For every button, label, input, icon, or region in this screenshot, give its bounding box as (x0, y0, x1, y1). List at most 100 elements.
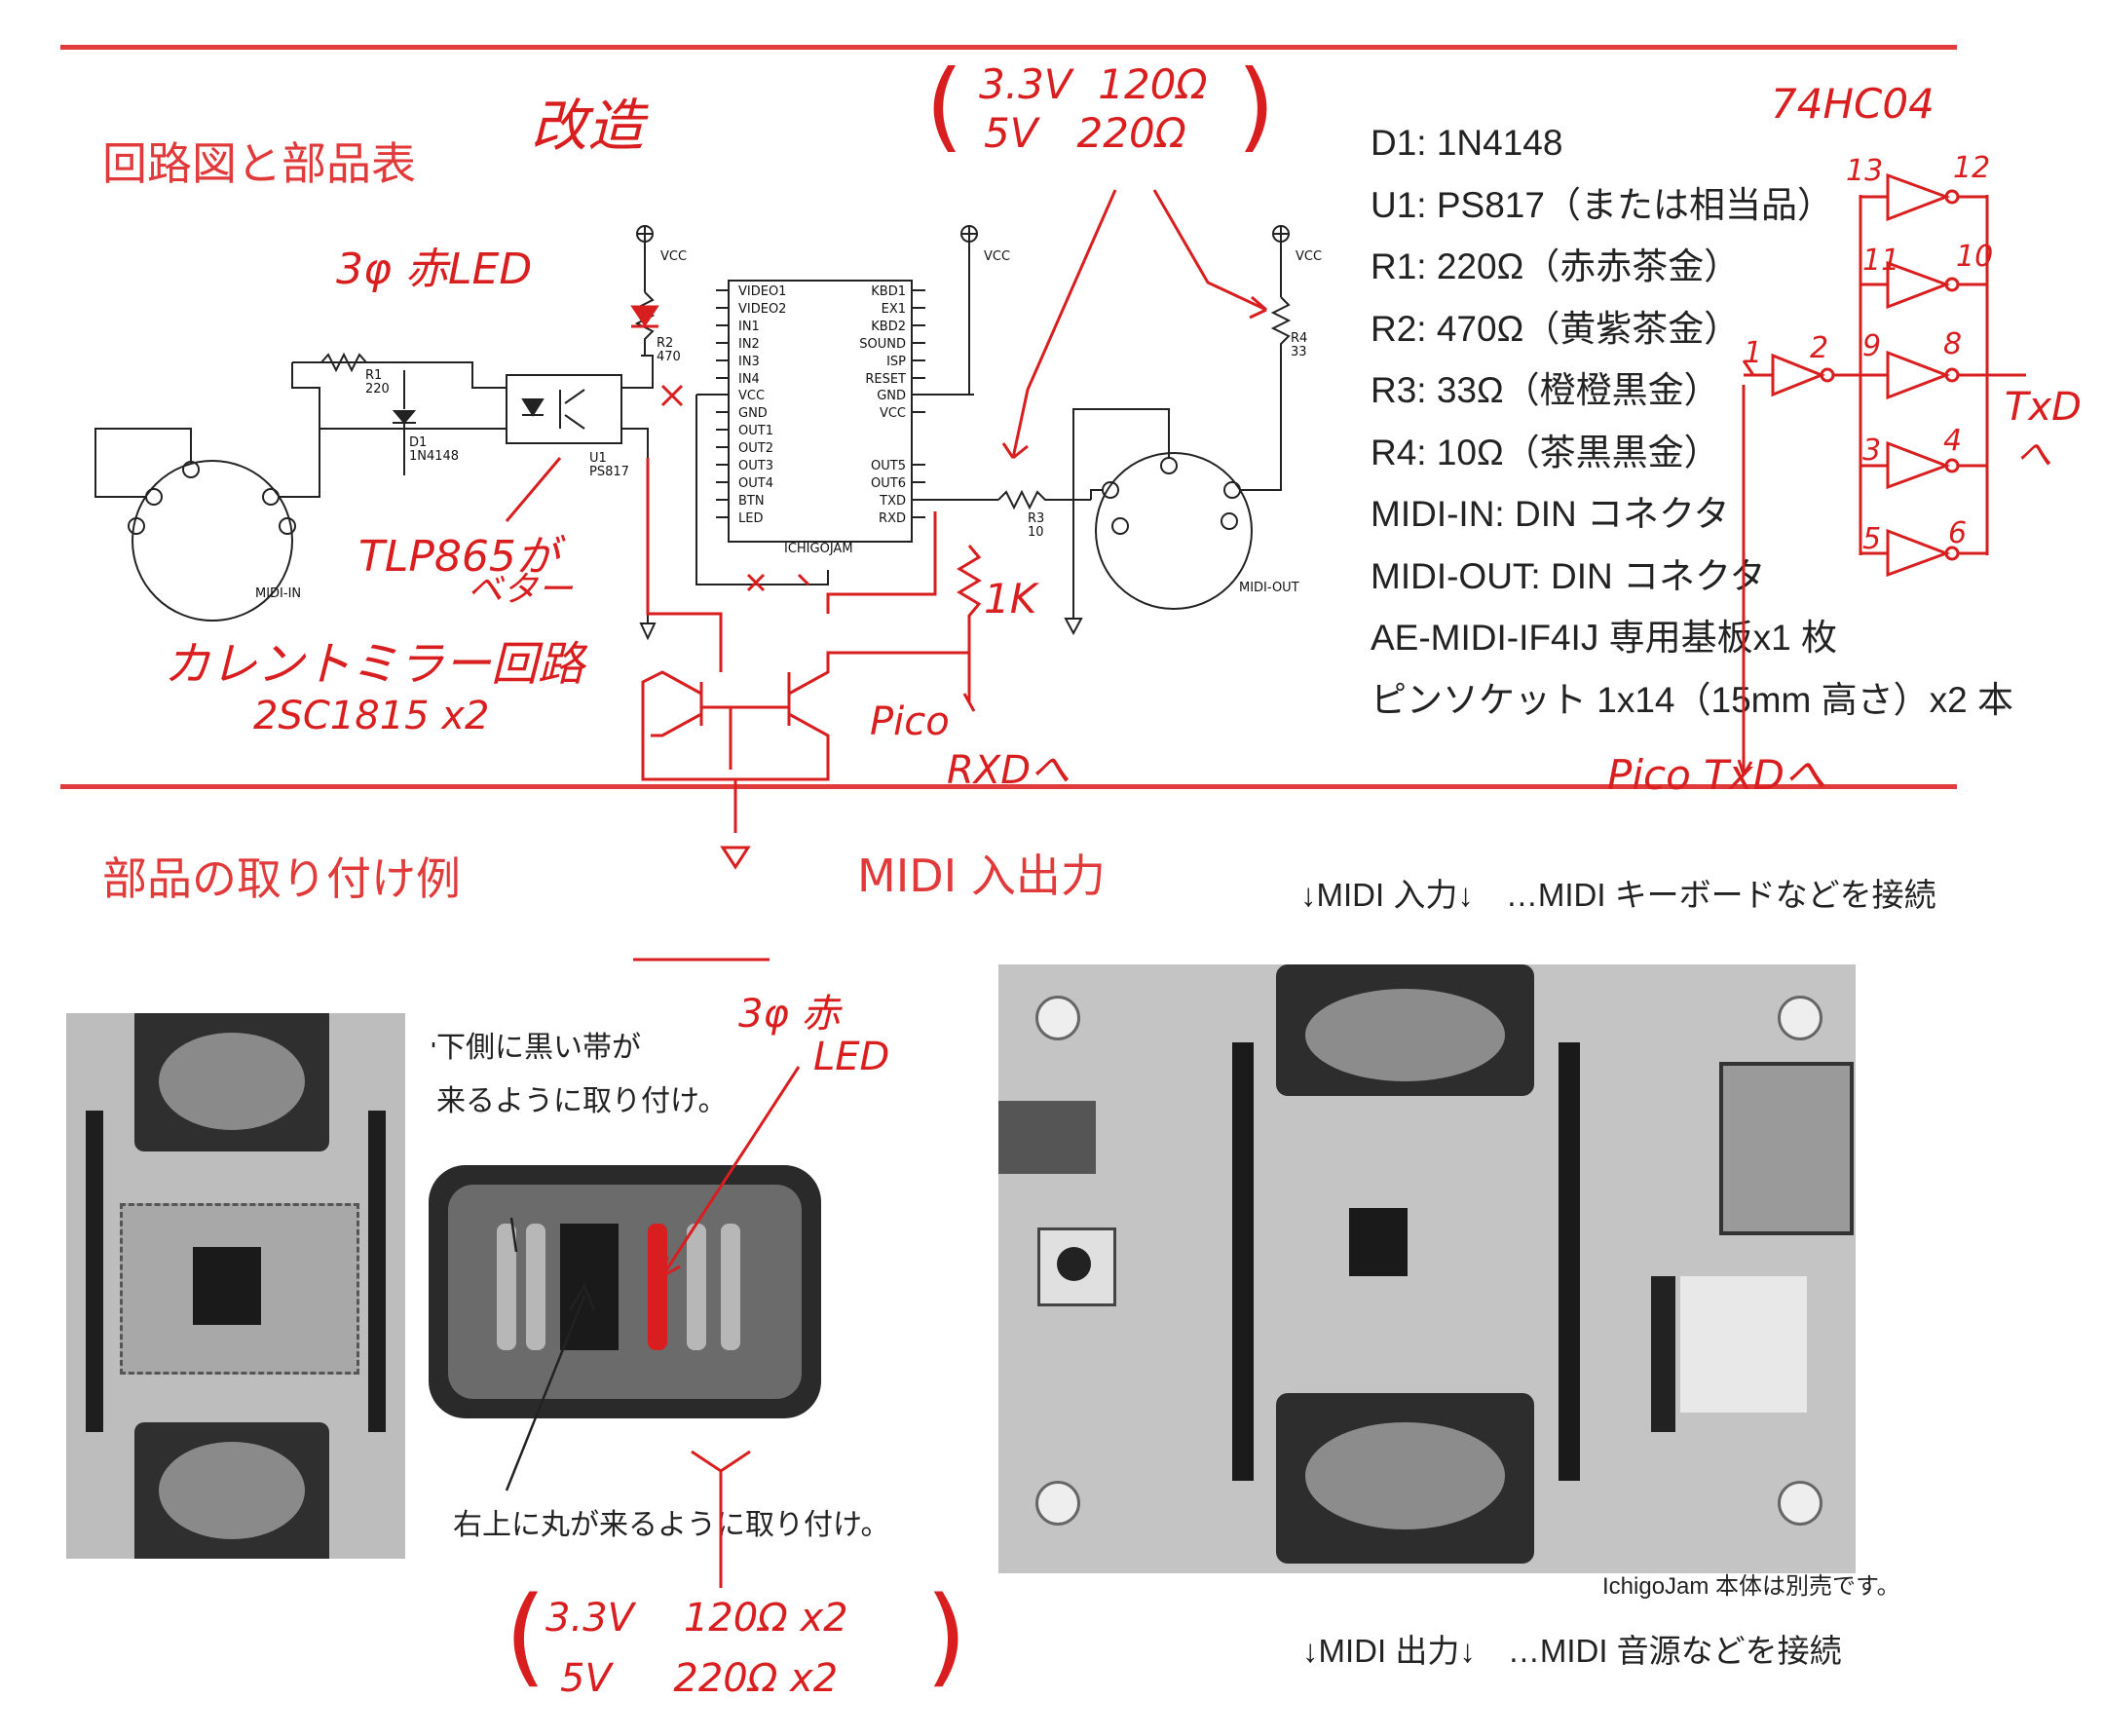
top-bracket-right: ) (1237, 49, 1276, 163)
txd-out-note-1: TxD (2005, 385, 2082, 430)
pico-rxd-note-2: RXDへ (947, 748, 1070, 793)
parts-list: D1: 1N4148 U1: PS817（または相当品） R1: 220Ω（赤赤… (1371, 112, 2013, 731)
mod-heading: 改造 (531, 93, 645, 159)
pin-label: TXD (880, 493, 906, 509)
inv-pin-12: 12 (1953, 151, 1991, 185)
pin-label: ISP (886, 354, 906, 369)
pcb-zoom-photo (429, 1165, 821, 1418)
pin-label: RXD (879, 510, 906, 526)
pin-label: KBD2 (871, 319, 906, 334)
midi-out-caption: ↓MIDI 出力↓ …MIDI 音源などを接続 (1302, 1633, 1842, 1669)
tlp-note-2: ベター (468, 570, 574, 610)
r4-value: 33 (1291, 345, 1307, 359)
bottom-bracket-right: ) (925, 1573, 967, 1698)
inv-pin-6: 6 (1948, 516, 1968, 550)
vcc-label-2: VCC (984, 249, 1011, 264)
d1-label: D1 (409, 435, 428, 450)
inverter-1 (1771, 353, 1826, 397)
pcb-photo-right (998, 964, 1856, 1573)
inv-pin-3: 3 (1862, 434, 1882, 468)
parts-list-item: AE-MIDI-IF4IJ 専用基板x1 枚 (1371, 618, 1837, 658)
parts-list-item: MIDI-OUT: DIN コネクタ (1371, 555, 1766, 596)
pin-label: OUT1 (738, 424, 773, 439)
ic-74hc04-note: 74HC04 (1771, 80, 1935, 128)
vcc-label-3: VCC (1296, 249, 1323, 264)
parts-list-item: U1: PS817（または相当品） (1371, 184, 1833, 225)
inv-pin-13: 13 (1846, 154, 1884, 188)
parts-list-item: MIDI-IN: DIN コネクタ (1371, 494, 1730, 534)
circuit-heading: 回路図と部品表 (102, 137, 416, 190)
r2-label: R2 (657, 336, 674, 351)
mirror-note-2: 2SC1815 x2 (253, 694, 490, 738)
led-photo-note-1: 3φ 赤 (738, 992, 841, 1037)
red-led (630, 305, 659, 327)
u1-label: U1 (589, 451, 607, 466)
pin-label: IN4 (738, 371, 760, 387)
parts-list-item: R4: 10Ω（茶黒黒金） (1371, 432, 1720, 472)
ichigojam-label: ICHIGOJAM (784, 542, 853, 556)
r4-label: R4 (1291, 331, 1308, 346)
black-band-note-2: 来るように取り付け。 (436, 1085, 728, 1117)
midi-io-heading: MIDI 入出力 (857, 849, 1106, 902)
top-values-line1: 3.3V 120Ω (979, 60, 1208, 108)
inv-pin-4: 4 (1943, 424, 1963, 458)
pin-label: LED (738, 510, 764, 526)
pin-label: EX1 (881, 301, 906, 317)
inv-pin-1: 1 (1744, 336, 1763, 370)
bottom-bracket-left: ( (505, 1573, 546, 1698)
midi-in-connector (132, 460, 293, 622)
inv-pin-8: 8 (1943, 327, 1963, 361)
midi-out-connector (1095, 452, 1253, 610)
pin-label: OUT3 (738, 459, 773, 474)
midi-in-label: MIDI-IN (255, 586, 302, 601)
top-rule (60, 45, 1957, 50)
circle-top-right-note: 右上に丸が来るように取り付け。 (453, 1509, 890, 1541)
bottom-values-line1: 3.3V 120Ω x2 (545, 1596, 848, 1641)
bottom-values-line2: 5V 220Ω x2 (560, 1656, 839, 1701)
inv-pin-10: 10 (1956, 240, 1994, 274)
inv-pin-11: 11 (1862, 244, 1900, 278)
r-1k-resistor (957, 545, 982, 701)
parts-list-item: R3: 33Ω（橙橙黒金） (1371, 370, 1720, 410)
pin-label: VIDEO2 (738, 301, 787, 317)
pin-label: GND (877, 389, 906, 404)
pin-label: VIDEO1 (738, 284, 787, 299)
pin-label: BTN (738, 493, 765, 509)
pico-txd-note: Pico TxDへ (1607, 751, 1825, 799)
pin-label: IN3 (738, 354, 760, 369)
pin-label: GND (738, 406, 768, 422)
pin-label: RESET (865, 371, 906, 387)
mirror-note-1: カレントミラー回路 (164, 637, 585, 692)
middle-rule (60, 784, 1957, 789)
r2-value: 470 (657, 350, 681, 364)
pcb-photo-left (66, 1013, 405, 1559)
pin-label: IN1 (738, 319, 760, 334)
top-bracket-left: ( (925, 49, 964, 163)
inv-pin-5: 5 (1862, 522, 1882, 556)
pin-label: OUT5 (871, 459, 906, 474)
pin-label: VCC (738, 389, 766, 404)
inv-pin-9: 9 (1862, 329, 1882, 363)
r4-resistor (1240, 296, 1292, 491)
r1-resistor (320, 352, 367, 373)
pin-label: OUT2 (738, 441, 773, 457)
pin-label: SOUND (859, 336, 906, 352)
inv-pin-2: 2 (1810, 331, 1829, 365)
top-values-line2: 5V 220Ω (984, 109, 1186, 157)
d1-value: 1N4148 (409, 449, 460, 464)
midi-in-caption: ↓MIDI 入力↓ …MIDI キーボードなどを接続 (1300, 877, 1936, 913)
black-band-note-1: 下側に黒い帯が (436, 1032, 641, 1064)
r3-value: 10 (1028, 525, 1044, 540)
r1-label: R1 (365, 368, 383, 383)
txd-out-note-2: へ (2016, 435, 2052, 475)
parts-list-item: ピンソケット 1x14（15mm 高さ）x2 本 (1371, 679, 2013, 720)
r3-resistor (997, 489, 1091, 510)
sold-separately-note: IchigoJam 本体は別売です。 (1602, 1573, 1900, 1600)
pin-label: VCC (879, 406, 906, 422)
u1-value: PS817 (589, 465, 629, 479)
u1-optocoupler (506, 374, 622, 444)
install-heading: 部品の取り付け例 (102, 852, 461, 905)
led-note: 3φ 赤LED (336, 245, 533, 294)
ichigojam-left-pins (696, 289, 729, 518)
r3-label: R3 (1028, 511, 1045, 526)
